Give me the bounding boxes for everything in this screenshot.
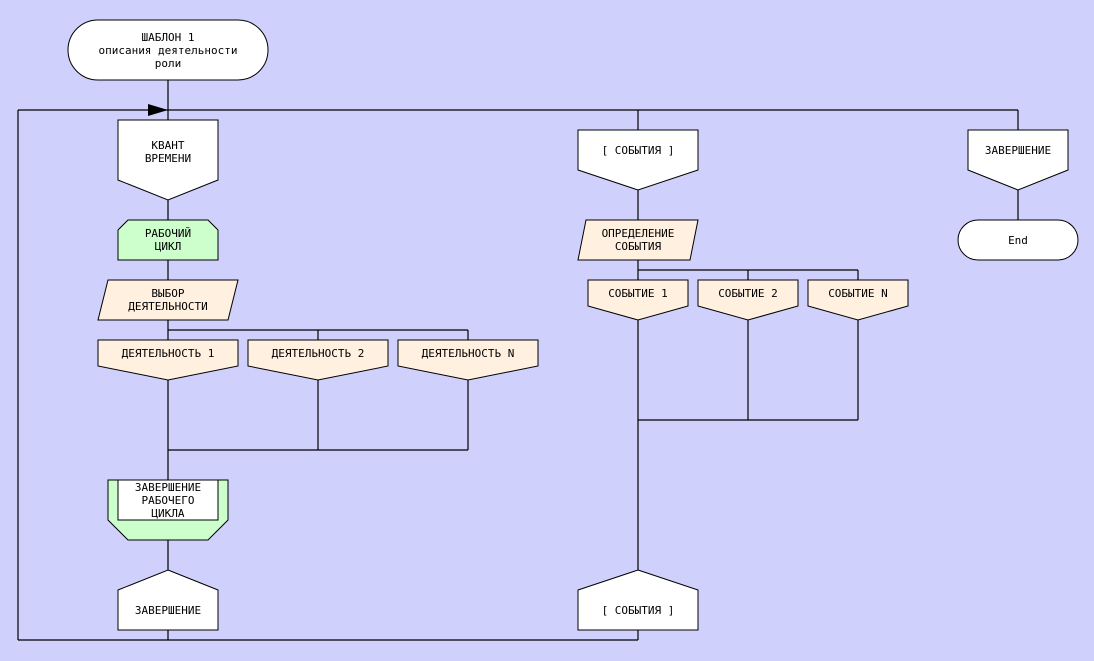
middle-head-label[interactable]: [ СОБЫТИЯ ] [601, 143, 675, 157]
event-1-shape [587, 279, 689, 321]
middle-address-label[interactable]: [ СОБЫТИЯ ] [601, 603, 675, 617]
middle-address-shape [577, 569, 699, 631]
right-head-shape [967, 129, 1069, 191]
event-2-label[interactable]: СОБЫТИЕ 2 [718, 286, 778, 300]
event-n-shape [807, 279, 909, 321]
loop-arrow-icon [148, 104, 168, 116]
loop-end-inner [117, 479, 219, 521]
event-n-label[interactable]: СОБЫТИЕ N [828, 286, 888, 300]
event-2-shape [697, 279, 799, 321]
loop-start-shape [117, 219, 219, 261]
right-head-label[interactable]: ЗАВЕРШЕНИЕ [984, 143, 1052, 157]
left-head-label[interactable]: КВАНТ ВРЕМЕНИ [144, 139, 192, 165]
title-label[interactable]: ШАБЛОН 1 описания деятельности роли [98, 30, 238, 70]
loop-end-label[interactable]: ЗАВЕРШЕНИЕ РАБОЧЕГО ЦИКЛА [134, 480, 202, 520]
select-activity-shape [97, 279, 239, 321]
left-address-shape [117, 569, 219, 631]
select-activity-label[interactable]: ВЫБОР ДЕЯТЕЛЬНОСТИ [128, 287, 208, 313]
event-1-label[interactable]: СОБЫТИЕ 1 [608, 286, 668, 300]
activity-1-shape [97, 339, 239, 381]
activity-n-shape [397, 339, 539, 381]
activity-2-label[interactable]: ДЕЯТЕЛЬНОСТЬ 2 [271, 346, 365, 360]
left-address-label[interactable]: ЗАВЕРШЕНИЕ [134, 603, 202, 617]
activity-1-label[interactable]: ДЕЯТЕЛЬНОСТЬ 1 [121, 346, 215, 360]
end-label[interactable]: End [1008, 233, 1028, 247]
loop-start-label[interactable]: РАБОЧИЙ ЦИКЛ [144, 227, 192, 253]
title-shape [67, 19, 269, 81]
end-shape [957, 219, 1079, 261]
define-event-label[interactable]: ОПРЕДЕЛЕНИЕ СОБЫТИЯ [601, 227, 675, 253]
define-event-shape [577, 219, 699, 261]
activity-2-shape [247, 339, 389, 381]
middle-head-shape [577, 129, 699, 191]
activity-n-label[interactable]: ДЕЯТЕЛЬНОСТЬ N [421, 346, 515, 360]
connectors [17, 80, 1019, 641]
left-head-shape [117, 119, 219, 201]
